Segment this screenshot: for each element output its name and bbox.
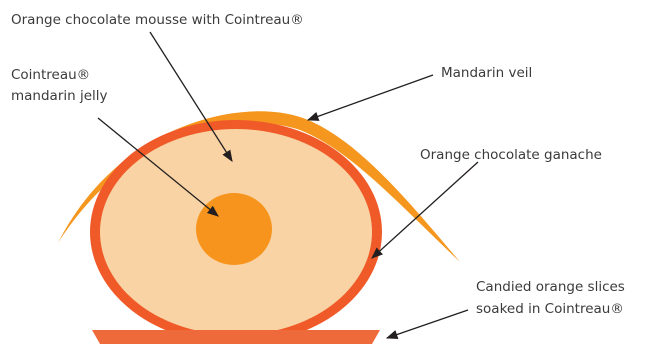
jelly-insert — [196, 193, 272, 265]
slices-label-line2: soaked in Cointreau® — [476, 301, 624, 317]
slices-leader-arrow — [387, 310, 468, 338]
jelly-label-line2: mandarin jelly — [11, 88, 108, 104]
veil-leader-arrow — [308, 75, 433, 120]
ganache-leader-arrow — [372, 162, 478, 258]
ganache-label: Orange chocolate ganache — [420, 147, 602, 163]
jelly-label-line1: Cointreau® — [11, 67, 90, 83]
slices-label-line1: Candied orange slices — [476, 279, 625, 295]
veil-label: Mandarin veil — [441, 65, 532, 81]
mousse-label: Orange chocolate mousse with Cointreau® — [11, 12, 304, 28]
candied-orange-base — [92, 330, 380, 344]
